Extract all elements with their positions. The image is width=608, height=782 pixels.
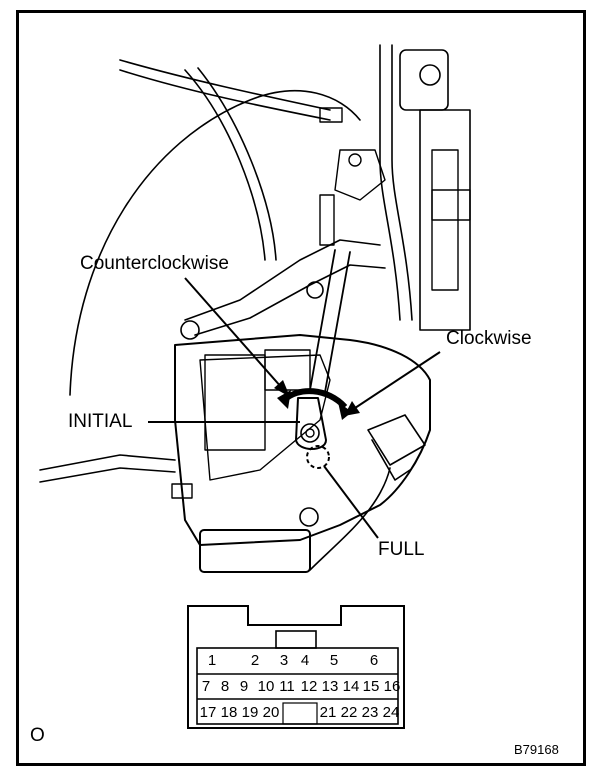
mid-strut-2 — [324, 251, 351, 393]
pin-label: 5 — [329, 652, 339, 669]
pin-label: 15 — [362, 678, 380, 695]
left-hose-2 — [197, 67, 277, 261]
pin-label: 2 — [250, 652, 260, 669]
pin-label: 11 — [279, 678, 295, 695]
pin-label: 21 — [319, 704, 337, 721]
left-hose-lower — [39, 454, 176, 471]
top-clip — [319, 107, 343, 123]
connector-latch — [275, 630, 317, 649]
counterclockwise-label: Counterclockwise — [80, 253, 229, 274]
pin-label: 18 — [220, 704, 238, 721]
corner-mark: O — [30, 725, 45, 746]
right-bracket — [399, 49, 449, 111]
right-bolt — [419, 64, 441, 86]
right-hose-lower — [309, 467, 391, 571]
left-hose-lower-2 — [39, 467, 176, 483]
full-label: FULL — [378, 539, 425, 560]
rotation-arc — [280, 388, 348, 410]
throttle-body — [174, 334, 431, 546]
top-hose — [119, 59, 331, 111]
top-hose-2 — [119, 69, 331, 121]
pin-label: 9 — [239, 678, 249, 695]
pin-label: 8 — [220, 678, 230, 695]
connector-housing — [187, 605, 405, 729]
initial-label: INITIAL — [68, 411, 133, 432]
pin-label: 14 — [342, 678, 360, 695]
full-position-marker — [306, 445, 330, 469]
right-block — [431, 189, 471, 221]
right-pipe-2 — [391, 44, 413, 321]
counterclockwise-arrowhead — [274, 380, 290, 397]
engine-outline — [69, 89, 361, 396]
full-leader — [323, 465, 379, 539]
pin-label: 7 — [201, 678, 211, 695]
pin-label: 1 — [207, 652, 217, 669]
clip — [319, 194, 335, 246]
pin-label: 22 — [340, 704, 358, 721]
pin-label: 6 — [369, 652, 379, 669]
counterclockwise-leader — [184, 277, 283, 389]
bolt-1 — [299, 507, 319, 527]
connector-diagram — [187, 605, 405, 729]
body-inner-edge — [199, 354, 331, 481]
pin-label: 19 — [241, 704, 259, 721]
left-hose — [184, 69, 266, 261]
pin-label: 24 — [382, 704, 400, 721]
pin-label: 3 — [279, 652, 289, 669]
pin-label: 13 — [321, 678, 339, 695]
pin-gap — [282, 702, 318, 725]
pin-label: 23 — [361, 704, 379, 721]
lever-pivot-inner — [305, 428, 315, 438]
body-panel — [204, 354, 266, 451]
pin-label: 12 — [300, 678, 318, 695]
bottom-block — [199, 529, 311, 573]
mid-strut — [309, 249, 336, 391]
upper-arm — [184, 239, 381, 321]
side-plate — [334, 149, 386, 201]
right-connector-lip — [371, 439, 411, 481]
pin-label: 20 — [262, 704, 280, 721]
figure-frame — [16, 10, 586, 766]
right-pipe — [379, 44, 401, 321]
pin-label: 17 — [199, 704, 217, 721]
pin-label: 4 — [300, 652, 310, 669]
bolt-2 — [180, 320, 200, 340]
bolt-3 — [306, 281, 324, 299]
lever-pivot — [300, 423, 320, 443]
throttle-lever — [295, 397, 327, 450]
left-hose-clip — [171, 483, 193, 499]
clockwise-arrowhead — [344, 401, 360, 416]
upper-arm-2 — [194, 264, 386, 336]
clockwise-label: Clockwise — [446, 328, 532, 349]
clockwise-leader — [351, 351, 441, 411]
rotation-arrowhead-right — [338, 402, 352, 420]
figure-code: B79168 — [514, 742, 559, 757]
pin-label: 16 — [383, 678, 401, 695]
side-bolt — [348, 153, 362, 167]
pin-label: 10 — [257, 678, 275, 695]
right-connector — [367, 414, 426, 466]
